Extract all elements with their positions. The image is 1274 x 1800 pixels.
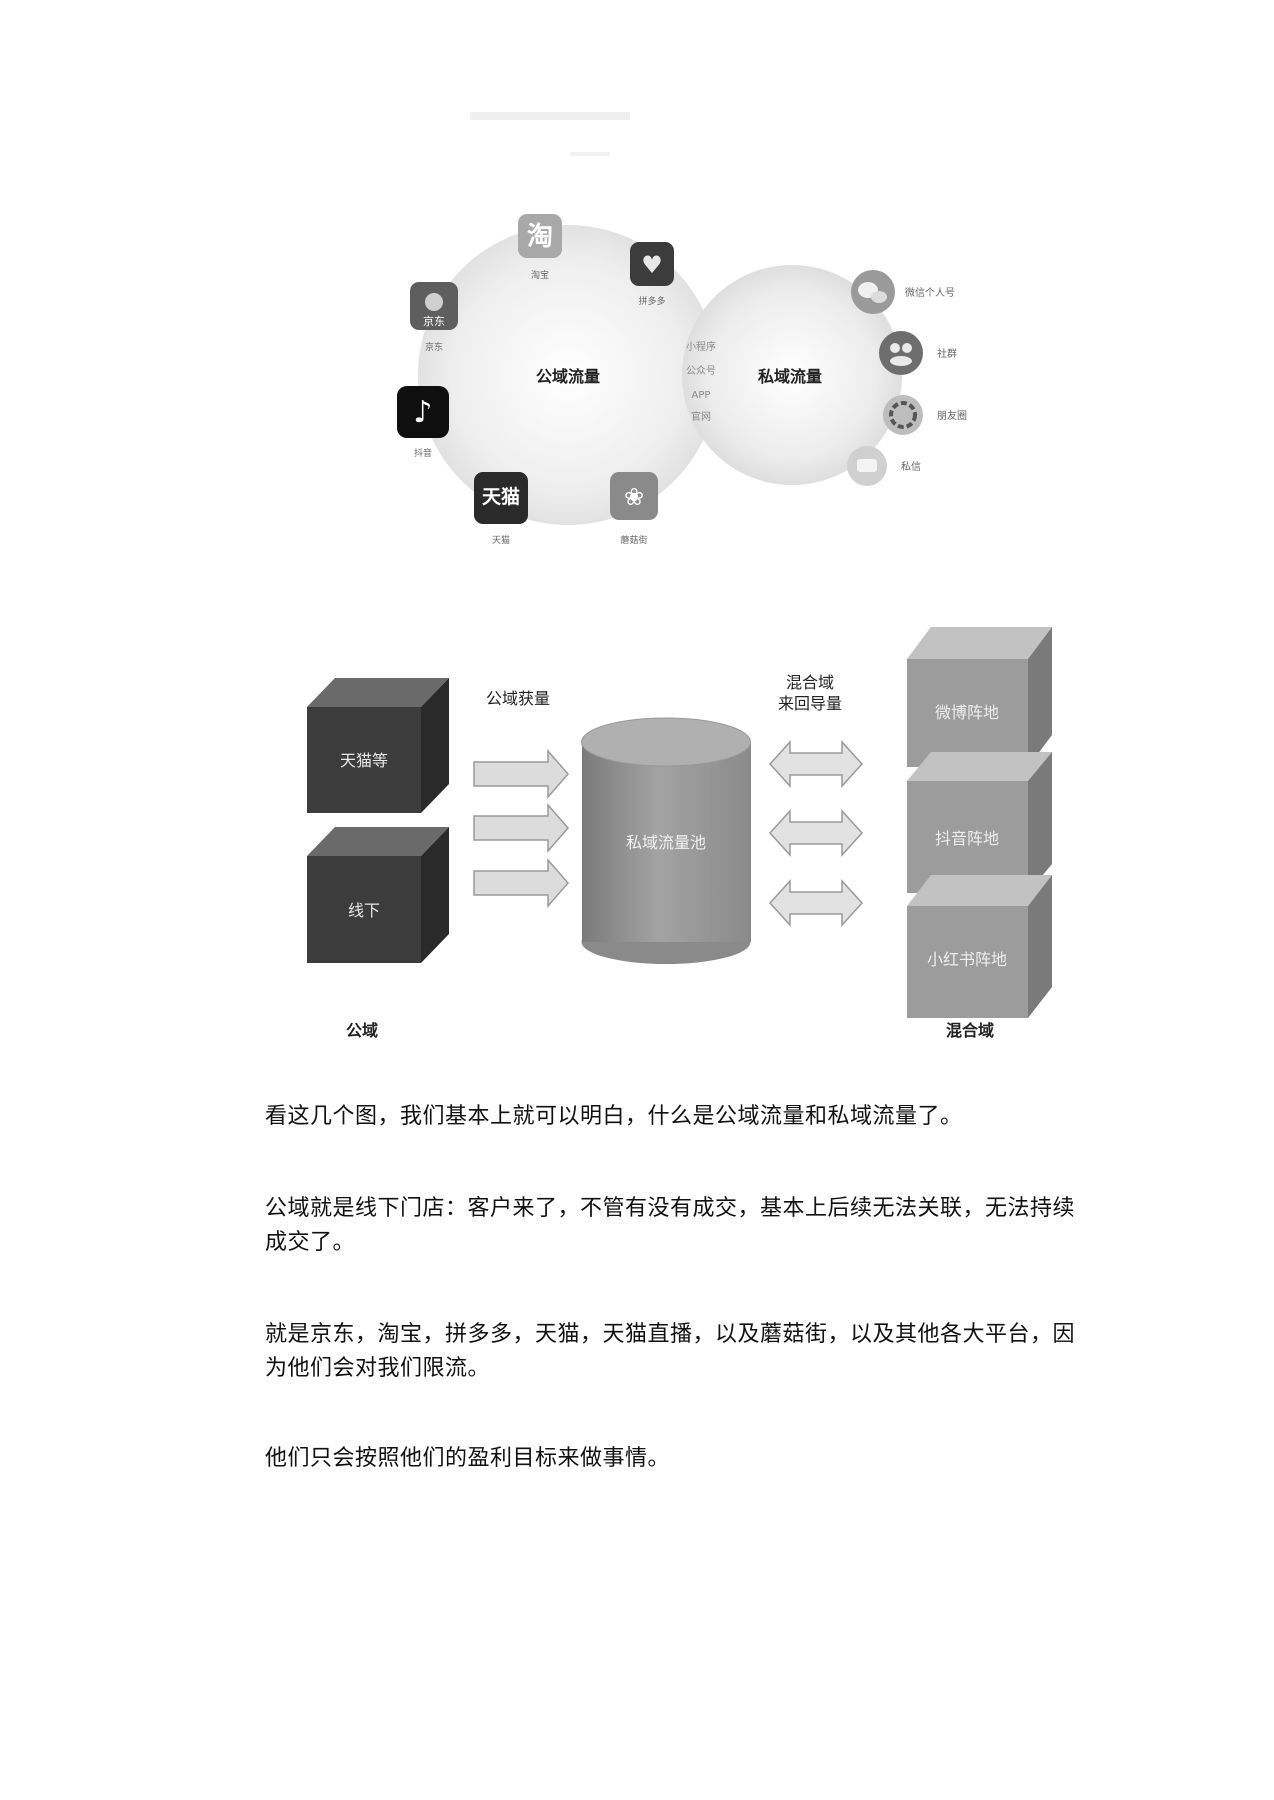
public-traffic-label: 公域流量 xyxy=(536,367,600,386)
pinduoduo-icon xyxy=(630,242,674,286)
channel-label: 朋友圈 xyxy=(937,409,967,422)
tmall-app: 天猫 天猫 xyxy=(474,472,528,546)
overlap-item: APP xyxy=(692,390,711,401)
jd-app: 京东 京东 xyxy=(410,282,458,353)
cube-label: 小红书阵地 xyxy=(927,950,1007,969)
paragraph: 他们只会按照他们的盈利目标来做事情。 xyxy=(265,1446,671,1471)
taobao-app: 淘 淘宝 xyxy=(518,214,562,281)
right-arrow-icon xyxy=(473,748,569,800)
svg-text:淘: 淘 xyxy=(527,222,553,252)
double-arrow-icon xyxy=(768,740,864,788)
weibo-cube: 微博阵地 xyxy=(907,627,1052,767)
mixed-domain-label: 混合域 xyxy=(946,1021,994,1040)
faint-header-mark xyxy=(470,112,630,120)
pinduoduo-app: ♥ 拼多多 xyxy=(630,242,674,307)
mixed-caption-line1: 混合域 xyxy=(786,673,834,692)
overlap-item: 官网 xyxy=(691,410,711,423)
moments-channel: 朋友圈 xyxy=(883,395,967,435)
private-pool-cylinder: 私域流量池 xyxy=(581,717,751,964)
cube-label: 抖音阵地 xyxy=(935,829,999,848)
channel-label: 私信 xyxy=(901,461,921,473)
app-label: 拼多多 xyxy=(638,295,665,307)
public-domain-label: 公域 xyxy=(346,1021,378,1040)
svg-text:♥: ♥ xyxy=(641,251,663,279)
pool-label: 私域流量池 xyxy=(626,833,706,852)
cube-label: 天猫等 xyxy=(340,751,388,770)
tmall-icon xyxy=(474,472,528,524)
app-label: 蘑菇街 xyxy=(620,534,647,546)
app-label: 天猫 xyxy=(492,534,510,546)
public-traffic-circle xyxy=(418,225,718,525)
douyin-cube: 抖音阵地 xyxy=(907,752,1052,893)
double-arrow-icon xyxy=(768,879,864,927)
private-traffic-label: 私域流量 xyxy=(758,367,822,386)
app-label: 淘宝 xyxy=(531,269,549,281)
venn-diagram: 公域流量 私域流量 小程序 公众号 APP 官网 淘 淘宝 ♥ 拼多多 京东 京… xyxy=(397,112,967,546)
overlap-list: 小程序 公众号 APP 官网 xyxy=(686,340,716,423)
overlap-item: 小程序 xyxy=(686,340,716,353)
xiaohongshu-cube: 小红书阵地 xyxy=(907,875,1052,1018)
offline-cube: 线下 xyxy=(307,827,449,963)
app-label: 京东 xyxy=(425,341,443,353)
right-arrow-icon xyxy=(473,857,569,909)
community-icon xyxy=(879,331,923,375)
douyin-icon xyxy=(397,386,449,438)
double-arrow-icon xyxy=(768,809,864,857)
channel-label: 社群 xyxy=(937,347,957,360)
public-acquisition-caption: 公域获量 xyxy=(486,689,550,708)
paragraph: 公域就是线下门店：客户来了，不管有没有成交，基本上后续无法关联，无法持续成交了。 xyxy=(265,1196,1076,1255)
cube-label: 线下 xyxy=(348,901,380,920)
tmall-cube: 天猫等 xyxy=(307,678,449,813)
svg-text:❀: ❀ xyxy=(624,483,644,511)
douyin-app: ♪ 抖音 xyxy=(397,386,449,459)
traffic-flow-diagram: 天猫等 线下 公域获量 私域流量池 混合域 来回导量 xyxy=(307,627,1052,1040)
community-channel: 社群 xyxy=(879,331,957,375)
mogujie-app: ❀ 蘑菇街 xyxy=(610,472,658,546)
app-label: 抖音 xyxy=(414,447,432,459)
wechat-channel: 微信个人号 xyxy=(851,270,955,314)
moments-icon xyxy=(883,395,923,435)
paragraph: 看这几个图，我们基本上就可以明白，什么是公域流量和私域流量了。 xyxy=(265,1104,963,1129)
mixed-caption-line2: 来回导量 xyxy=(778,694,842,713)
cube-label: 微博阵地 xyxy=(935,703,999,722)
private-traffic-circle xyxy=(682,265,902,485)
faint-header-mark xyxy=(570,152,610,156)
paragraph: 就是京东，淘宝，拼多多，天猫，天猫直播，以及蘑菇街，以及其他各大平台，因为他们会… xyxy=(265,1322,1076,1381)
message-channel: 私信 xyxy=(847,446,921,486)
channel-label: 微信个人号 xyxy=(905,286,955,299)
svg-text:天猫: 天猫 xyxy=(482,485,520,508)
overlap-item: 公众号 xyxy=(686,365,716,377)
taobao-icon xyxy=(518,214,562,258)
svg-text:京东: 京东 xyxy=(423,314,445,328)
svg-text:♪: ♪ xyxy=(413,395,432,430)
right-arrow-icon xyxy=(473,802,569,854)
mogujie-icon xyxy=(610,472,658,520)
